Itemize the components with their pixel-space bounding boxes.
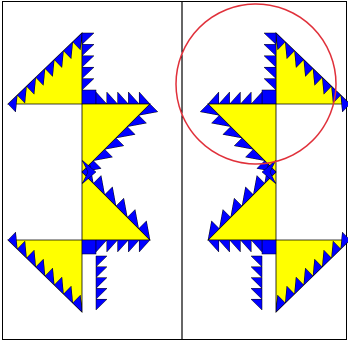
blue-square bbox=[82, 90, 96, 104]
blue-tooth bbox=[128, 92, 139, 104]
blue-tooth bbox=[264, 33, 276, 44]
blue-tooth bbox=[118, 92, 129, 104]
blue-tooth bbox=[82, 67, 94, 78]
blue-tooth bbox=[240, 240, 251, 252]
blue-tooth bbox=[96, 240, 107, 252]
blue-tooth bbox=[240, 92, 251, 104]
blue-tooth bbox=[251, 256, 262, 267]
blue-tooth bbox=[128, 240, 139, 252]
blue-tooth bbox=[139, 240, 150, 252]
blue-tooth bbox=[82, 56, 94, 67]
blue-tooth bbox=[230, 92, 241, 104]
blue-tooth bbox=[230, 240, 241, 252]
blue-tooth bbox=[251, 299, 262, 310]
blue-tooth bbox=[264, 44, 276, 55]
blue-tooth bbox=[96, 267, 107, 278]
blue-tooth bbox=[82, 33, 94, 44]
left-panel bbox=[8, 33, 158, 312]
blue-tooth bbox=[251, 288, 262, 299]
right-panel bbox=[200, 33, 348, 312]
blue-tooth bbox=[208, 92, 219, 104]
blue-tooth bbox=[96, 278, 107, 289]
blue-tooth bbox=[82, 79, 94, 90]
blue-tooth bbox=[251, 267, 262, 278]
blue-tooth bbox=[251, 240, 262, 252]
blue-tooth bbox=[96, 299, 107, 310]
blue-tooth bbox=[251, 278, 262, 289]
blue-tooth bbox=[96, 256, 107, 267]
blue-tooth bbox=[82, 44, 94, 55]
blue-tooth bbox=[8, 95, 17, 112]
blue-square bbox=[262, 90, 276, 104]
blue-tooth bbox=[264, 56, 276, 67]
blue-tooth bbox=[139, 92, 150, 104]
blue-tooth bbox=[219, 92, 230, 104]
blue-tooth bbox=[96, 288, 107, 299]
blue-tooth bbox=[107, 92, 118, 104]
blue-tooth bbox=[264, 67, 276, 78]
blue-square bbox=[82, 240, 96, 254]
blue-tooth bbox=[8, 232, 17, 249]
blue-tooth bbox=[264, 79, 276, 90]
blue-tooth bbox=[251, 92, 262, 104]
blue-tooth bbox=[208, 240, 219, 252]
blue-tooth bbox=[219, 240, 230, 252]
blue-tooth bbox=[107, 240, 118, 252]
blue-tooth bbox=[96, 92, 107, 104]
blue-square bbox=[262, 240, 276, 254]
blue-tooth bbox=[118, 240, 129, 252]
